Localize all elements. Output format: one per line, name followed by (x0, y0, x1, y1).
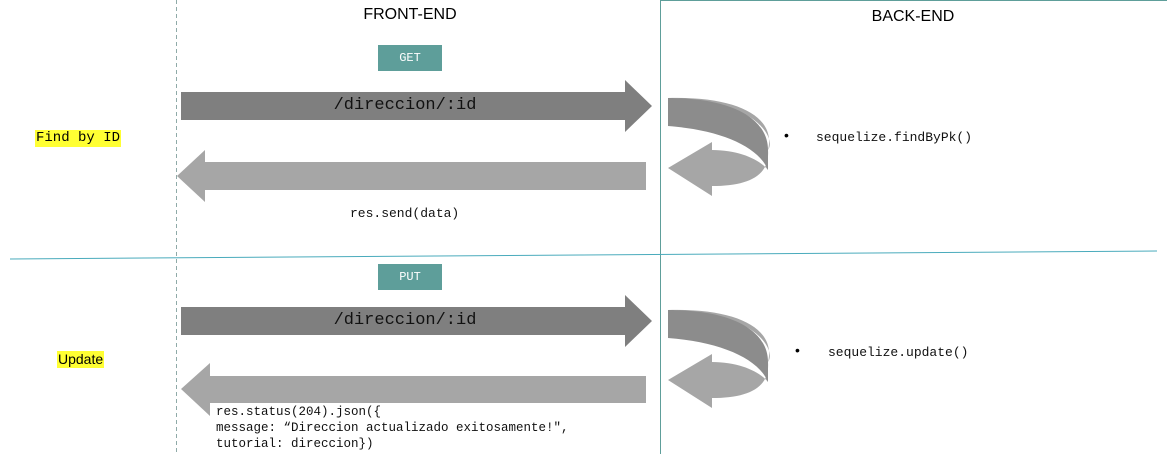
request-path-findbyid: /direccion/:id (333, 96, 477, 115)
response-text-findbyid: res.send(data) (350, 206, 460, 221)
response-text-update-line2: message: “Direccion actualizado exitosam… (216, 421, 569, 435)
response-text-update-line3: tutorial: direccion}) (216, 437, 374, 451)
loop-arrow-update (668, 309, 770, 408)
bullet-findbyid: • (784, 127, 789, 143)
loop-arrow-findbyid (668, 97, 770, 196)
front-end-header: FRONT-END (363, 6, 457, 23)
request-arrow-update (181, 295, 652, 347)
section-label-find-by-id: Find by ID (35, 130, 122, 147)
backend-call-findbyid: sequelize.findByPk() (816, 130, 973, 145)
method-badge-put: PUT (378, 264, 442, 290)
section-divider (9, 250, 1158, 260)
bullet-update: • (795, 342, 800, 358)
response-text-update-line1: res.status(204).json({ (216, 405, 382, 419)
section-label-update: Update (57, 351, 105, 368)
backend-call-update: sequelize.update() (828, 345, 969, 360)
back-end-header: BACK-END (871, 8, 955, 25)
method-badge-get: GET (378, 45, 442, 71)
response-arrow-update (181, 363, 646, 416)
request-arrow-findbyid (181, 80, 652, 132)
request-path-update: /direccion/:id (333, 311, 477, 330)
response-arrow-findbyid (177, 150, 646, 202)
